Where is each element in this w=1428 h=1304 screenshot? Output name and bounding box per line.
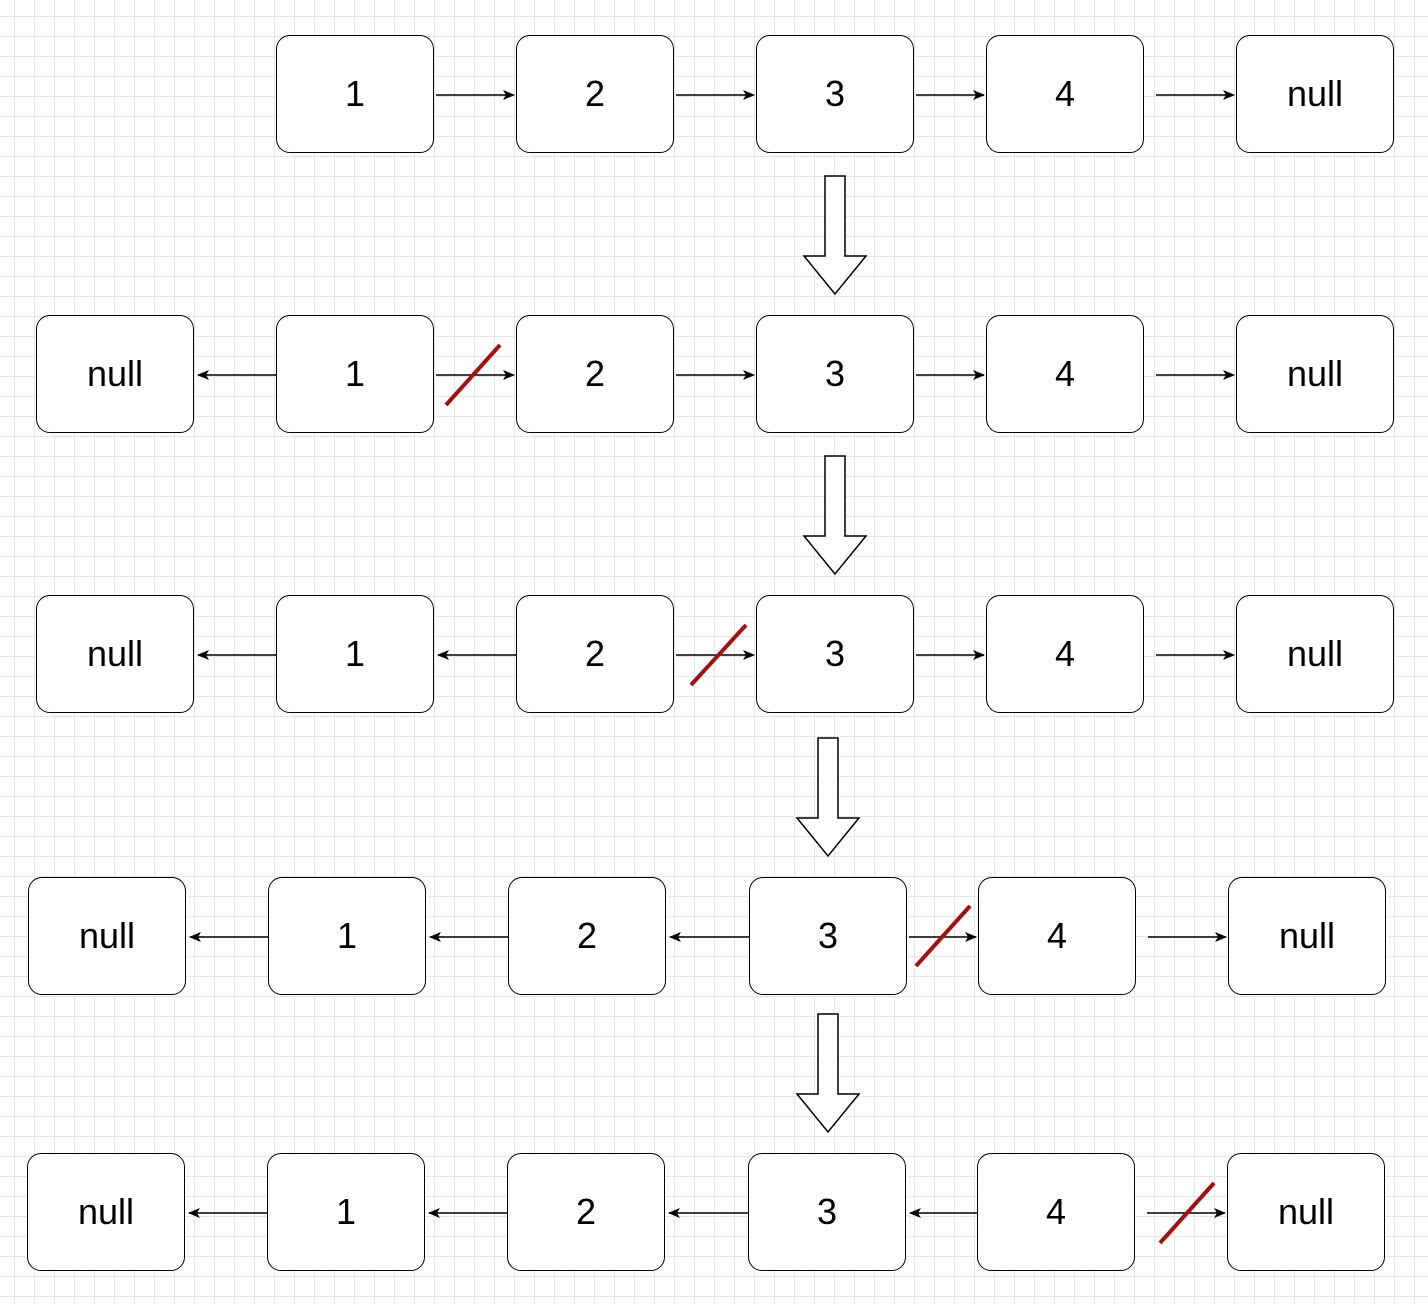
row2-node-null-left: null: [36, 595, 194, 713]
row1-node-4: 4: [986, 315, 1144, 433]
row4-node-null-right: null: [1227, 1153, 1385, 1271]
transition-arrow-1: [802, 175, 868, 296]
row4-node-null-left: null: [27, 1153, 185, 1271]
row0-node-2: 2: [516, 35, 674, 153]
row0-node-null-right: null: [1236, 35, 1394, 153]
row1-node-null-left: null: [36, 315, 194, 433]
r4-cut-4-null: [1158, 1181, 1216, 1245]
row3-node-3: 3: [749, 877, 907, 995]
row1-node-2: 2: [516, 315, 674, 433]
row1-node-1: 1: [276, 315, 434, 433]
row4-node-2: 2: [507, 1153, 665, 1271]
row3-node-2: 2: [508, 877, 666, 995]
transition-arrow-4: [795, 1013, 861, 1134]
row2-node-2: 2: [516, 595, 674, 713]
r1-cut-1-2: [444, 343, 502, 407]
transition-arrow-2: [802, 455, 868, 576]
row4-node-4: 4: [977, 1153, 1135, 1271]
row3-node-null-left: null: [28, 877, 186, 995]
transition-arrow-3: [795, 737, 861, 858]
row3-node-null-right: null: [1228, 877, 1386, 995]
r3-cut-3-4: [914, 904, 972, 968]
row1-node-null-right: null: [1236, 315, 1394, 433]
row2-node-4: 4: [986, 595, 1144, 713]
row4-node-3: 3: [748, 1153, 906, 1271]
row1-node-3: 3: [756, 315, 914, 433]
row2-node-1: 1: [276, 595, 434, 713]
row0-node-1: 1: [276, 35, 434, 153]
row0-node-3: 3: [756, 35, 914, 153]
row2-node-null-right: null: [1236, 595, 1394, 713]
row3-node-1: 1: [268, 877, 426, 995]
row4-node-1: 1: [267, 1153, 425, 1271]
row0-node-4: 4: [986, 35, 1144, 153]
row3-node-4: 4: [978, 877, 1136, 995]
row2-node-3: 3: [756, 595, 914, 713]
r2-cut-2-3: [689, 623, 748, 687]
